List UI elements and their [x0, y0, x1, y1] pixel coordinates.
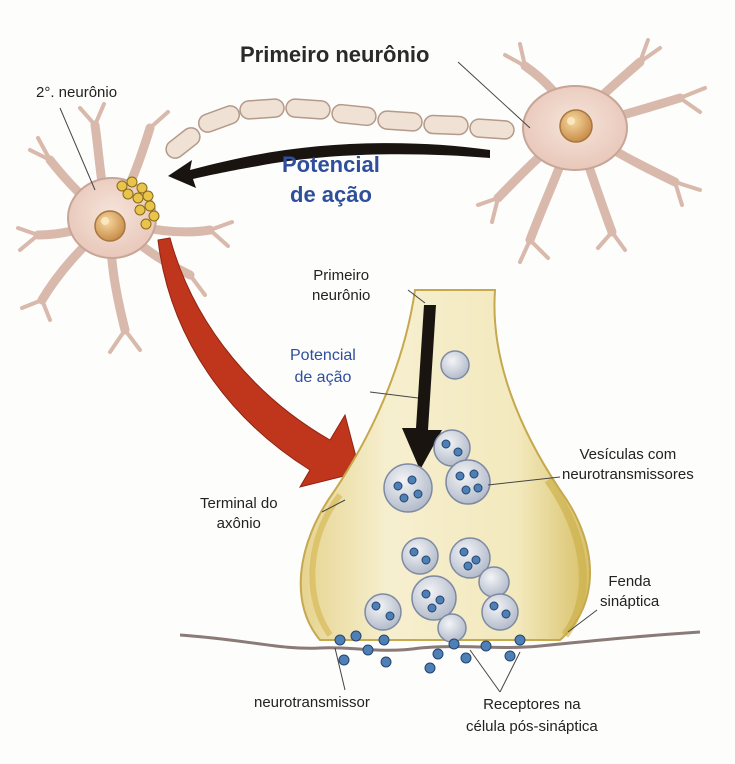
- action-potential-zoom-line-1: Potencial: [290, 345, 356, 367]
- first-neuron-zoom-label: Primeiro neurônio: [312, 266, 370, 306]
- synaptic-cleft-line-2: sináptica: [600, 592, 659, 612]
- action-potential-line-2: de ação: [282, 180, 380, 210]
- second-neuron-label: 2°. neurônio: [36, 84, 117, 101]
- first-neuron-title: Primeiro neurônio: [240, 42, 429, 68]
- receptors-label: Receptores na célula pós-sináptica: [466, 694, 598, 738]
- action-potential-label-top: Potencial de ação: [282, 150, 380, 210]
- neurotransmitter-label: neurotransmissor: [254, 694, 370, 711]
- action-potential-zoom-label: Potencial de ação: [290, 345, 356, 389]
- synaptic-cleft-line-1: Fenda: [600, 572, 659, 592]
- vesicles-line-1: Vesículas com: [562, 445, 694, 465]
- first-neuron-zoom-line-2: neurônio: [312, 286, 370, 306]
- action-potential-line-1: Potencial: [282, 150, 380, 180]
- axon-terminal-line-1: Terminal do: [200, 494, 278, 514]
- vesicles-line-2: neurotransmissores: [562, 465, 694, 485]
- receptors-line-1: Receptores na: [466, 694, 598, 716]
- first-neuron-zoom-line-1: Primeiro: [312, 266, 370, 286]
- axon-terminal-line-2: axônio: [200, 514, 278, 534]
- action-potential-zoom-line-2: de ação: [290, 367, 356, 389]
- synaptic-cleft-label: Fenda sináptica: [600, 572, 659, 612]
- first-neuron: [478, 40, 705, 262]
- axon-terminal-label: Terminal do axônio: [200, 494, 278, 534]
- receptors-line-2: célula pós-sináptica: [466, 716, 598, 738]
- vesicles-label: Vesículas com neurotransmissores: [562, 445, 694, 485]
